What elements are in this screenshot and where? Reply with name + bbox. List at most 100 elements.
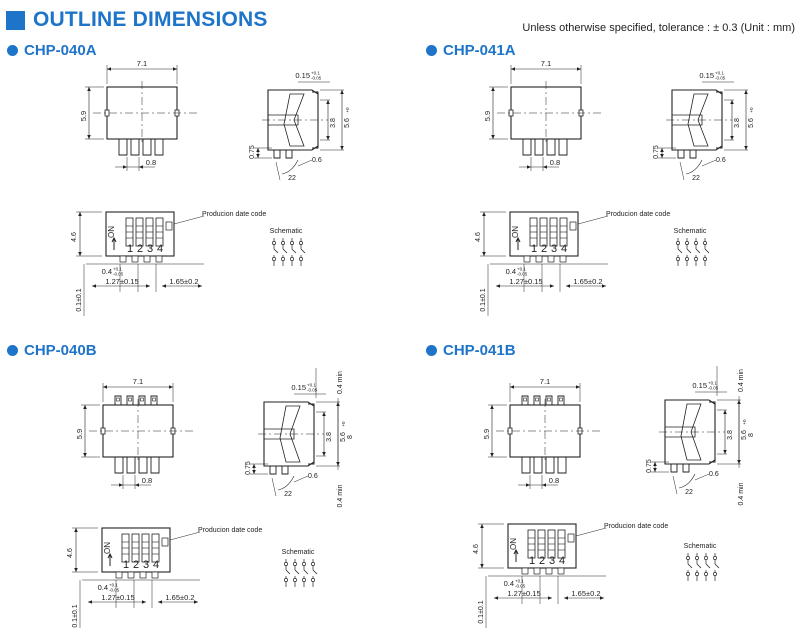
date-code-box [567, 533, 575, 543]
side-feet [273, 150, 293, 159]
switch-number-3: 3 [147, 243, 153, 255]
angle-22: 22 [284, 491, 292, 498]
tolerance-note: Unless otherwise specified, tolerance : … [522, 22, 795, 34]
switch-number-2: 2 [133, 559, 139, 571]
label-04min-bottom: 0.4 min [337, 484, 344, 507]
arrow-head [92, 284, 96, 288]
schematic-terminal [311, 578, 315, 582]
switch-number-2: 2 [137, 243, 143, 255]
schematic-switch [303, 569, 309, 575]
arrow-head [491, 87, 495, 91]
top-terminal-hole [128, 397, 132, 402]
schematic-terminal [302, 562, 306, 566]
label-8: 8 [347, 435, 354, 439]
leader-line [694, 473, 710, 481]
switch-number-4: 4 [157, 243, 163, 255]
arrow-head [548, 596, 552, 600]
label-127: 1.27±0.15 [507, 589, 540, 598]
label-075: 0.75 [245, 461, 252, 475]
top-terminal-hole [535, 397, 539, 402]
bottom-terminal [534, 139, 544, 156]
bottom-terminal [558, 139, 568, 156]
tolerance-plus: +0.1 [515, 579, 524, 584]
actuator [680, 403, 702, 461]
height-label: 5.9 [482, 429, 491, 439]
lead-frame [312, 91, 319, 149]
arrow-head [744, 146, 748, 150]
schematic-terminal [713, 556, 717, 560]
angle-leg [271, 477, 277, 497]
schematic-terminal [686, 572, 690, 576]
width-label: 7.1 [133, 377, 143, 386]
arrow-head [550, 284, 554, 288]
terminal-foot [533, 567, 541, 575]
label-06: 0.6 [308, 473, 318, 480]
schematic-switch [282, 248, 288, 254]
bottom-terminal [521, 457, 531, 474]
tolerance-minus: -0.05 [515, 584, 526, 589]
label-56: 5.6 [741, 430, 748, 440]
label-38: 3.8 [330, 118, 337, 128]
tolerance-plus: +0.1 [109, 583, 118, 588]
label-56: 5.6 [748, 118, 755, 128]
leader-line [173, 215, 205, 225]
schematic-terminal [695, 556, 699, 560]
schematic-label: Schematic [674, 228, 707, 235]
schematic-terminal [676, 241, 680, 245]
top-terminal [114, 395, 122, 405]
on-label: ON [509, 538, 518, 550]
tolerance-base: 0.15 [692, 381, 707, 390]
arrow-head [256, 154, 260, 158]
bullet-icon [426, 45, 437, 56]
tolerance-minus: -0.05 [715, 76, 726, 81]
label-56-group: 5.6+0 [344, 107, 351, 128]
date-code-box [161, 537, 169, 547]
schematic-switch [695, 248, 701, 254]
date-code-label: Producion date code [198, 527, 262, 534]
top-terminal [150, 395, 158, 405]
arrow-head [194, 600, 198, 604]
arrow-head [482, 212, 486, 216]
top-terminal-hole [152, 397, 156, 402]
bottom-terminal [533, 457, 543, 474]
angle-arc [678, 473, 696, 489]
schematic-terminal [299, 241, 303, 245]
bottom-terminal [130, 139, 140, 156]
schematic-switch [705, 563, 711, 569]
tolerance-plus: +0.1 [708, 381, 717, 386]
angle-leg [672, 475, 678, 495]
top-terminal [545, 395, 553, 405]
schematic-terminal [272, 241, 276, 245]
height-label: 5.9 [79, 111, 88, 121]
terminal-foot [547, 255, 555, 263]
on-arrow-icon [515, 236, 521, 250]
tolerance-base: 0.15 [699, 71, 714, 80]
label-46: 4.6 [473, 544, 480, 554]
date-code-label: Producion date code [202, 211, 266, 218]
title-text: OUTLINE DIMENSIONS [33, 8, 268, 31]
tolerance-plus: +0.1 [715, 71, 724, 76]
arrow-head [340, 90, 344, 94]
schematic-terminal [685, 241, 689, 245]
arrow-head [566, 284, 570, 288]
arrow-head [723, 410, 727, 414]
schematic-switch [312, 569, 318, 575]
arrow-head [142, 600, 146, 604]
section-title-chp-041a: CHP-041A [426, 42, 516, 59]
angle-22: 22 [288, 175, 296, 182]
arrow-head [660, 154, 664, 158]
angle-22: 22 [685, 489, 693, 496]
on-arrow-icon [107, 552, 113, 566]
label-075: 0.75 [646, 459, 653, 473]
thickness-tolerance: 0.15+0.1-0.05 [291, 383, 317, 393]
schematic-terminal [704, 556, 708, 560]
tolerance-base: 0.4 [102, 267, 112, 276]
terminal-foot [523, 255, 531, 263]
arrow-head [480, 524, 484, 528]
schematic-switch [696, 563, 702, 569]
schematic-terminal [704, 572, 708, 576]
arrow-head [322, 452, 326, 456]
